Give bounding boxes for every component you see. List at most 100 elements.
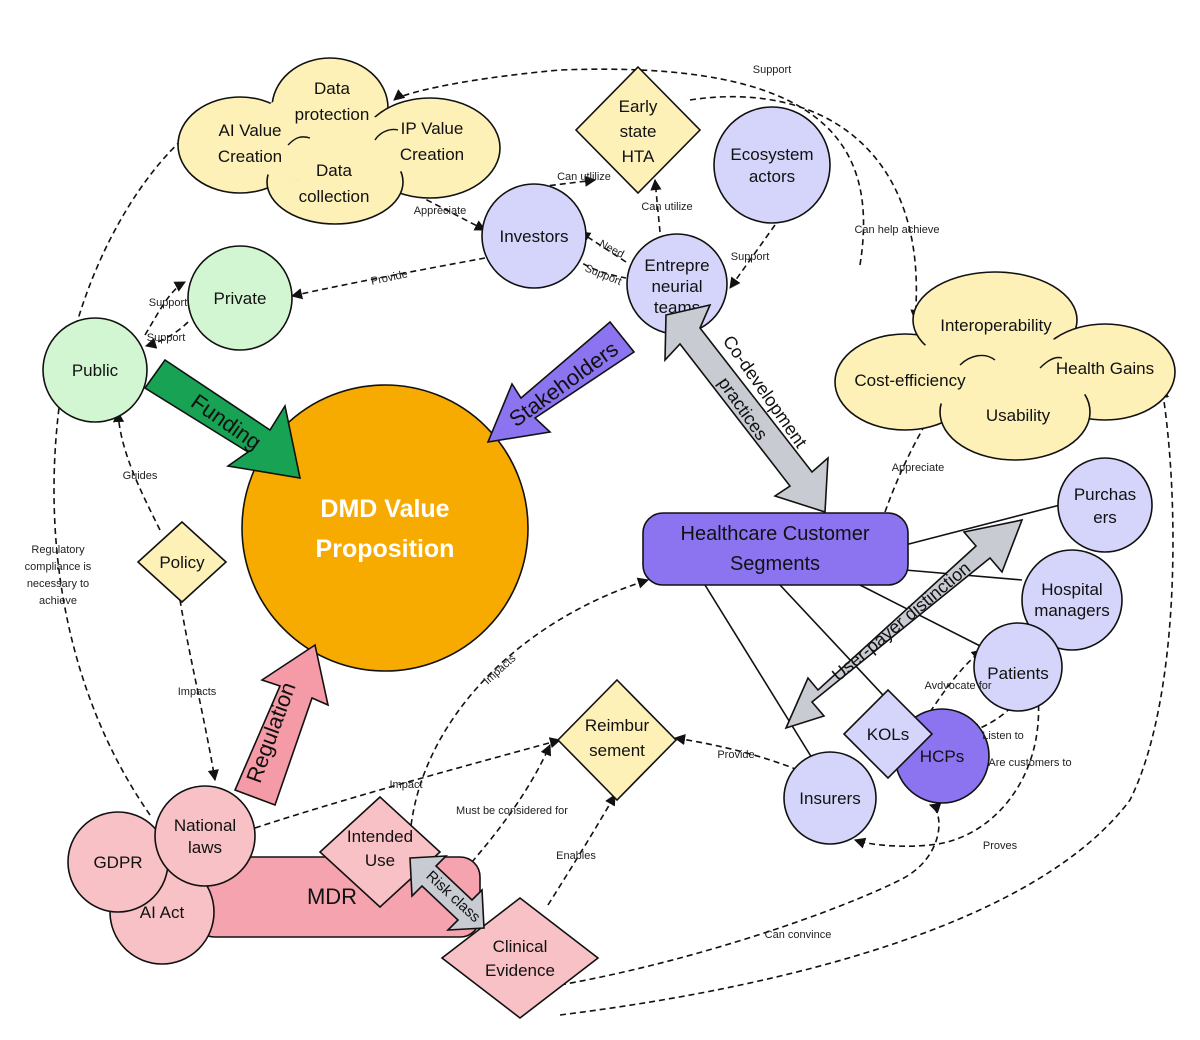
purchasers-node: Purchas ers (1057, 457, 1153, 553)
svg-text:HCPs: HCPs (920, 747, 964, 766)
cloud-data-value (177, 57, 501, 225)
label-provide-reimbursement: Provide (717, 749, 754, 761)
ai-value-creation-label: AI Value Creation (218, 121, 282, 166)
label-appreciate-data: Appreciate (414, 205, 467, 217)
label-support-investors: Support (583, 262, 623, 288)
edge-guides (112, 410, 161, 531)
label-support-top: Support (753, 64, 792, 76)
codevelopment-arrow: Co-development practices (664, 303, 829, 514)
edge-enables (547, 794, 616, 906)
link-segments-insurers (704, 584, 813, 759)
healthcare-customer-segments-node: Healthcare Customer Segments (642, 512, 909, 586)
label-regulatory-line3: necessary to (27, 578, 89, 590)
cloud-health-outcomes (834, 271, 1176, 461)
data-protection-label: Data protection (295, 79, 370, 124)
label-guides: Guides (123, 470, 158, 482)
edge-private-public-support (144, 321, 189, 349)
edge-provide-reimbursement (673, 734, 799, 771)
label-are-customers-to: Are customers to (988, 757, 1071, 769)
usability-label: Usability (986, 406, 1051, 425)
public-node: Public (42, 317, 148, 423)
svg-text:collection: collection (299, 187, 370, 206)
label-can-utilize-investors: Can utlilize (557, 171, 611, 183)
label-regulatory-line2: compliance is (25, 561, 92, 573)
health-gains-label: Health Gains (1056, 359, 1154, 378)
reimbursement-node: Reimbur sement (556, 678, 678, 802)
svg-text:Healthcare Customer: Healthcare Customer (681, 523, 870, 545)
svg-text:National: National (174, 816, 236, 835)
national-laws-node: National laws (154, 785, 256, 887)
svg-text:ers: ers (1093, 508, 1117, 527)
edge-support-top (393, 68, 865, 266)
edge-impacts-mdr (409, 577, 650, 836)
early-hta-node: Early state HTA (574, 65, 702, 195)
dmd-value-proposition-node: DMD Value Proposition (241, 384, 529, 672)
edge-ecosystem-to-teams (729, 224, 776, 289)
cost-efficiency-label: Cost-efficiency (854, 371, 966, 390)
edge-impact (254, 737, 562, 829)
svg-text:Intended: Intended (347, 827, 413, 846)
ip-value-creation-label: IP Value Creation (400, 119, 464, 164)
label-regulatory-line4: achieve (39, 595, 77, 607)
svg-text:Segments: Segments (730, 553, 820, 575)
svg-text:Evidence: Evidence (485, 961, 555, 980)
investors-node: Investors (481, 183, 587, 289)
label-provide-private: Provide (370, 268, 409, 287)
label-proves: Proves (983, 840, 1018, 852)
edge-are-customers-to (853, 694, 1040, 849)
edge-can-convince (559, 802, 942, 986)
svg-text:state: state (620, 122, 657, 141)
svg-text:Data: Data (314, 79, 350, 98)
svg-text:protection: protection (295, 105, 370, 124)
svg-text:Data: Data (316, 161, 352, 180)
svg-text:Insurers: Insurers (799, 789, 860, 808)
interoperability-label: Interoperability (940, 316, 1052, 335)
label-need: Need (597, 238, 626, 261)
insurers-node: Insurers (783, 751, 877, 845)
label-support-ecosystem: Support (731, 251, 770, 263)
stakeholders-arrow: Stakeholders (486, 320, 636, 444)
label-can-utilize-teams: Can utilize (641, 201, 692, 213)
edge-regulatory-compliance (53, 124, 201, 816)
svg-text:AI Act: AI Act (140, 903, 185, 922)
gdpr-node: GDPR (67, 811, 169, 913)
svg-text:actors: actors (749, 167, 795, 186)
svg-text:Ecosystem: Ecosystem (730, 145, 813, 164)
svg-text:Reimbur: Reimbur (585, 716, 650, 735)
label-impacts-policy: Impacts (178, 686, 217, 698)
svg-text:DMD Value: DMD Value (320, 495, 449, 523)
svg-text:HTA: HTA (622, 147, 655, 166)
patients-node: Patients (973, 622, 1063, 712)
label-listen-to: Listen to (982, 730, 1024, 742)
svg-text:IP Value: IP Value (401, 119, 464, 138)
svg-text:Early: Early (619, 97, 658, 116)
svg-text:KOLs: KOLs (867, 725, 910, 744)
svg-text:Use: Use (365, 851, 395, 870)
edge-must-be-considered (464, 743, 552, 871)
edge-early-hta-to-interoperability (689, 95, 922, 322)
ecosystem-actors-node: Ecosystem actors (713, 106, 831, 224)
link-segments-patients (859, 584, 989, 651)
link-segments-purchasers (904, 504, 1061, 546)
funding-arrow: Funding (143, 358, 302, 479)
label-regulatory-line1: Regulatory (31, 544, 85, 556)
svg-text:Private: Private (214, 289, 267, 308)
label-can-help-achieve: Can help achieve (854, 224, 939, 236)
label-impact: Impact (389, 779, 422, 791)
svg-text:MDR: MDR (307, 884, 357, 909)
svg-text:Purchas: Purchas (1074, 485, 1136, 504)
label-advocate-for: Avdvocate for (924, 680, 991, 692)
svg-text:Stakeholders: Stakeholders (504, 336, 623, 432)
kols-node: KOLs (842, 688, 934, 780)
edge-need (579, 231, 627, 263)
svg-text:AI Value: AI Value (218, 121, 281, 140)
private-node: Private (187, 245, 293, 351)
policy-node: Policy (136, 520, 228, 604)
label-support-private-public: Support (147, 332, 186, 344)
svg-text:Proposition: Proposition (316, 535, 455, 563)
data-collection-label: Data collection (299, 161, 370, 206)
edge-public-private-support (144, 281, 186, 336)
edges (53, 68, 1174, 1016)
label-impacts-mdr: Impacts (482, 652, 519, 687)
